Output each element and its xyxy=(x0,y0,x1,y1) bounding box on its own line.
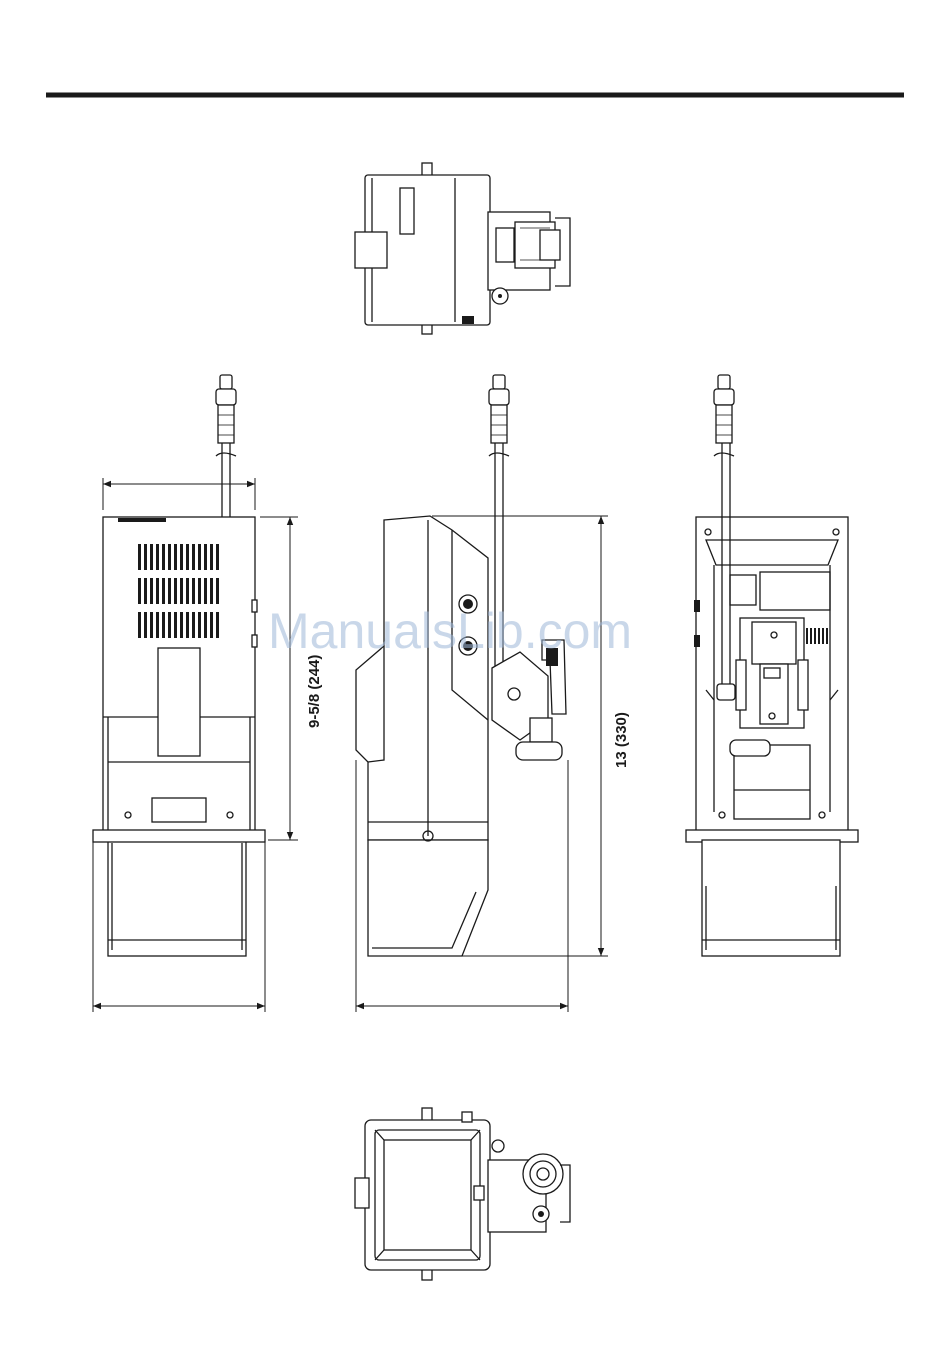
vent-slot xyxy=(168,544,171,570)
watermark-text: ManualsLib.com xyxy=(268,603,632,659)
vent-slot xyxy=(198,544,201,570)
vent-slot xyxy=(156,578,159,604)
vent-slot xyxy=(216,544,219,570)
vent-slot xyxy=(138,578,141,604)
rear-view xyxy=(686,375,858,956)
vent-slot xyxy=(810,628,812,644)
vent-slot xyxy=(818,628,820,644)
vent-slot xyxy=(216,612,219,638)
vent-slot xyxy=(180,544,183,570)
vent-slot xyxy=(216,578,219,604)
vent-slot xyxy=(180,578,183,604)
vent-slot xyxy=(210,544,213,570)
vent-slot xyxy=(150,612,153,638)
dimension-height-front: 9-5/8 (244) xyxy=(306,655,323,728)
vent-slot xyxy=(814,628,816,644)
vent-slot xyxy=(826,628,828,644)
vent-slot xyxy=(156,544,159,570)
vent-slot xyxy=(210,612,213,638)
vent-slot xyxy=(204,612,207,638)
dimension-height-side: 13 (330) xyxy=(613,712,630,768)
vent-slot xyxy=(198,578,201,604)
vent-slot xyxy=(192,544,195,570)
bottom-view xyxy=(355,1108,570,1280)
vent-slot xyxy=(822,628,824,644)
vent-slot xyxy=(162,612,165,638)
vent-slot xyxy=(144,578,147,604)
front-view xyxy=(93,375,265,956)
vent-slot xyxy=(168,612,171,638)
side-view xyxy=(356,375,566,956)
vent-slot xyxy=(186,578,189,604)
vent-slot xyxy=(204,544,207,570)
vent-slot xyxy=(162,578,165,604)
vent-slot xyxy=(186,544,189,570)
vent-slot xyxy=(174,544,177,570)
vent-slot xyxy=(174,612,177,638)
top-view xyxy=(355,163,570,334)
vent-slot xyxy=(138,544,141,570)
vent-slot xyxy=(806,628,808,644)
vent-slot xyxy=(174,578,177,604)
vent-slot xyxy=(150,578,153,604)
vent-slot xyxy=(186,612,189,638)
vent-slot xyxy=(150,544,153,570)
vent-slot xyxy=(144,544,147,570)
vent-slot xyxy=(210,578,213,604)
vent-slot xyxy=(156,612,159,638)
vent-slot xyxy=(204,578,207,604)
vent-slot xyxy=(138,612,141,638)
vent-slot xyxy=(198,612,201,638)
vent-slot xyxy=(162,544,165,570)
vent-slot xyxy=(192,578,195,604)
vent-slot xyxy=(180,612,183,638)
vent-slot xyxy=(168,578,171,604)
vent-slot xyxy=(192,612,195,638)
vent-slot xyxy=(144,612,147,638)
